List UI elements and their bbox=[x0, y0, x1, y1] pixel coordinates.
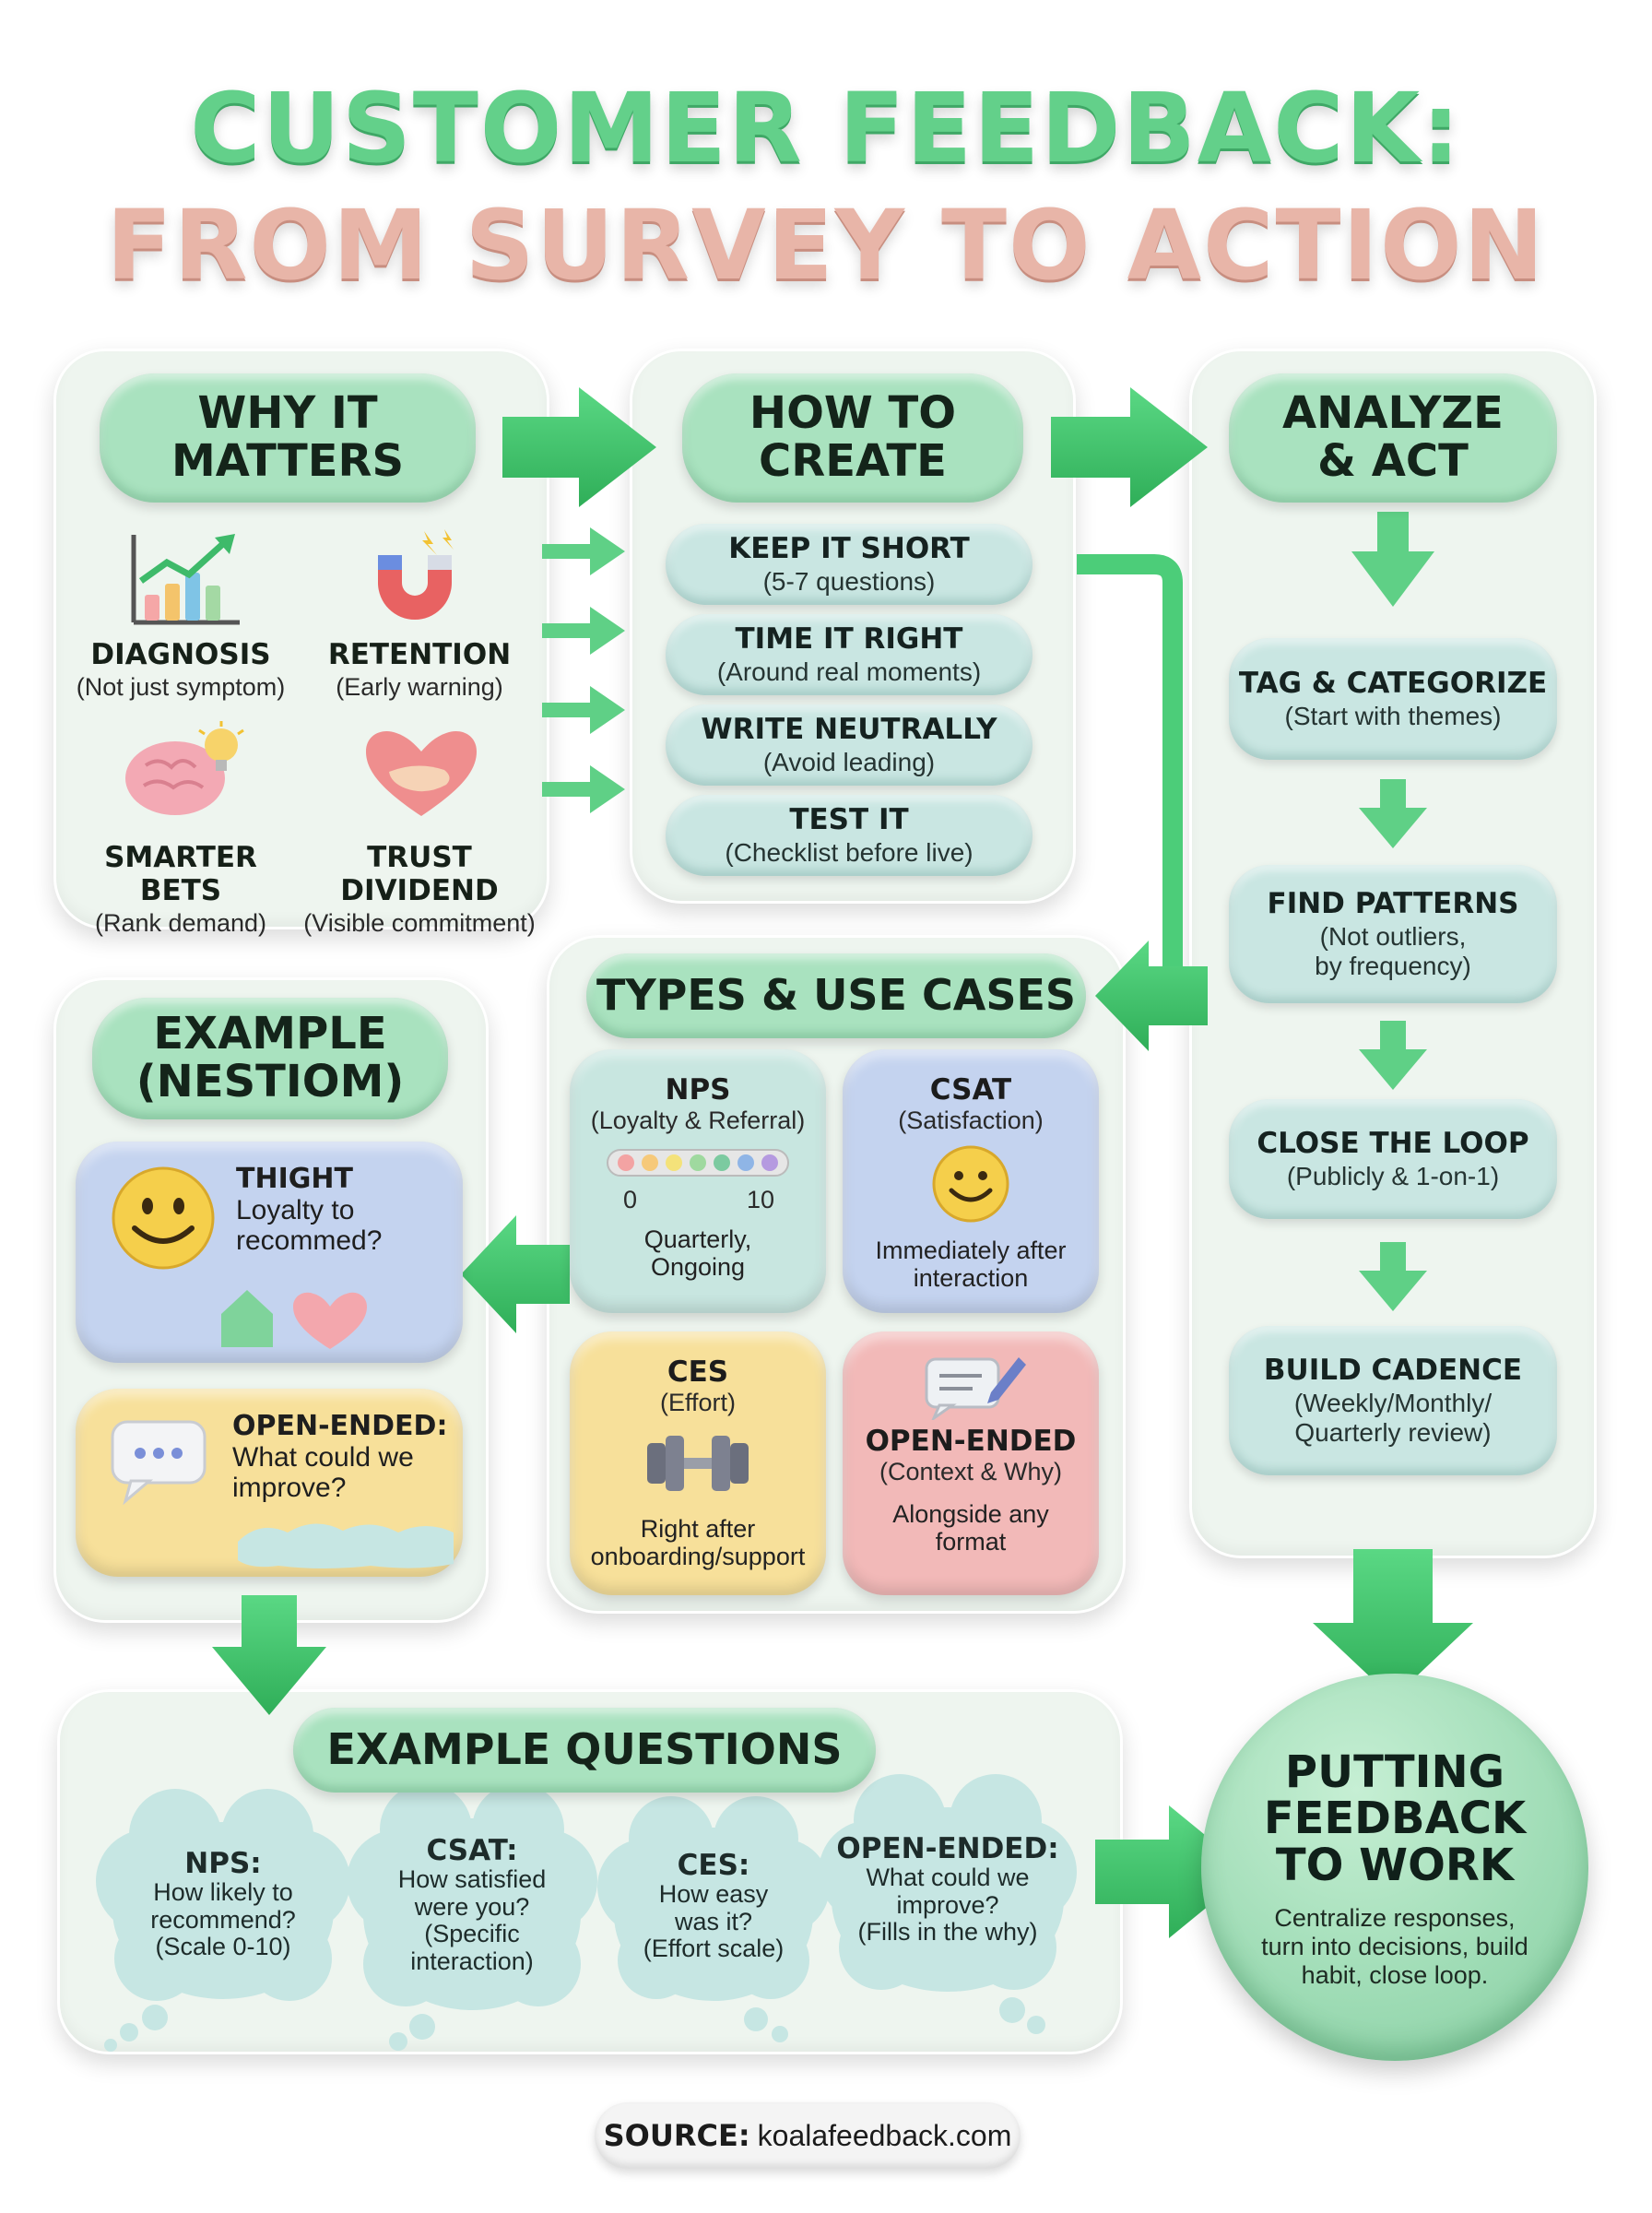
analyze-step-close-loop: CLOSE THE LOOP (Publicly & 1-on-1) bbox=[1229, 1099, 1557, 1219]
why-item-retention: RETENTION (Early warning) bbox=[327, 638, 512, 701]
arrow-analyze-4 bbox=[1359, 1242, 1427, 1311]
arrow-example-to-questions bbox=[212, 1595, 326, 1715]
source-badge: SOURCE: koalafeedback.com bbox=[595, 2102, 1021, 2169]
type-card-ces: CES (Effort) Right after onboarding/supp… bbox=[570, 1331, 826, 1595]
create-step-keep-short: KEEP IT SHORT (5-7 questions) bbox=[666, 524, 1032, 605]
cloud-nps bbox=[96, 1789, 350, 2052]
types-header: TYPES & USE CASES bbox=[586, 953, 1086, 1038]
title-line-2: FROM SURVEY TO ACTION bbox=[106, 189, 1546, 302]
question-ces: CES: How easy was it? (Effort scale) bbox=[643, 1849, 785, 1963]
final-description: Centralize responses, turn into decision… bbox=[1261, 1904, 1528, 1990]
create-step-test-it: TEST IT (Checklist before live) bbox=[666, 795, 1032, 876]
why-item-smarter-bets: SMARTER BETS (Rank demand) bbox=[94, 841, 267, 937]
example-header: EXAMPLE (NESTIOM) bbox=[92, 998, 448, 1119]
wave-decoration bbox=[238, 1523, 454, 1568]
smiley-icon-large bbox=[112, 1166, 215, 1270]
question-open: OPEN-ENDED: What could we improve? (Fill… bbox=[836, 1832, 1059, 1947]
question-nps: NPS: How likely to recommend? (Scale 0-1… bbox=[150, 1847, 296, 1961]
nps-scale-min: 0 bbox=[623, 1186, 638, 1213]
arrow-create-to-analyze bbox=[1051, 387, 1208, 507]
bar-chart-icon bbox=[131, 534, 240, 625]
questions-header: EXAMPLE QUESTIONS bbox=[293, 1708, 876, 1793]
nps-scale-icon bbox=[607, 1149, 789, 1177]
note-pencil-icon bbox=[925, 1357, 1026, 1423]
brain-icon bbox=[125, 721, 244, 815]
arrow-small-1 bbox=[542, 527, 625, 575]
example-card-nps-text: THIGHT Loyalty to recommed? bbox=[236, 1163, 383, 1257]
arrow-analyze-to-final bbox=[1313, 1549, 1473, 1698]
house-heart-icon bbox=[221, 1290, 367, 1349]
arrow-small-2 bbox=[542, 607, 625, 655]
cloud-csat bbox=[347, 1783, 597, 2051]
source-link[interactable]: koalafeedback.com bbox=[757, 2118, 1012, 2152]
why-header: WHY IT MATTERS bbox=[100, 373, 476, 503]
arrow-small-4 bbox=[542, 765, 625, 813]
smiley-icon bbox=[932, 1145, 1009, 1223]
create-header: HOW TO CREATE bbox=[682, 373, 1023, 503]
cloud-open bbox=[819, 1774, 1077, 2034]
type-card-csat: CSAT (Satisfaction) Immediately after in… bbox=[843, 1049, 1099, 1313]
why-item-diagnosis: DIAGNOSIS (Not just symptom) bbox=[76, 638, 286, 701]
arrow-small-3 bbox=[542, 686, 625, 734]
chat-bubble-icon bbox=[111, 1420, 206, 1506]
source-label: SOURCE: bbox=[603, 2118, 750, 2153]
title-line-1: CUSTOMER FEEDBACK: bbox=[190, 72, 1462, 184]
final-title: PUTTING FEEDBACK TO WORK bbox=[1263, 1746, 1527, 1891]
arrow-analyze-3 bbox=[1359, 1021, 1427, 1090]
analyze-header: ANALYZE & ACT bbox=[1229, 373, 1557, 503]
create-step-time-right: TIME IT RIGHT (Around real moments) bbox=[666, 614, 1032, 695]
magnet-icon bbox=[378, 529, 454, 620]
question-csat: CSAT: How satisfied were you? (Specific … bbox=[397, 1834, 547, 1976]
dumbbell-icon bbox=[647, 1436, 749, 1491]
arrow-types-to-example bbox=[461, 1215, 570, 1333]
arrow-questions-to-final bbox=[1095, 1805, 1250, 1938]
arrow-analyze-2 bbox=[1359, 779, 1427, 848]
final-circle: PUTTING FEEDBACK TO WORK Centralize resp… bbox=[1201, 1674, 1588, 2061]
example-card-open-text: OPEN-ENDED: What could we improve? bbox=[232, 1410, 448, 1504]
type-card-nps: NPS (Loyalty & Referral) 0 10 Quarterly,… bbox=[570, 1049, 826, 1313]
type-card-open-ended: OPEN-ENDED (Context & Why) Alongside any… bbox=[843, 1331, 1099, 1595]
why-item-trust-dividend: TRUST DIVIDEND (Visible commitment) bbox=[303, 841, 536, 937]
analyze-step-tag: TAG & CATEGORIZE (Start with themes) bbox=[1229, 638, 1557, 760]
create-step-write-neutrally: WRITE NEUTRALLY (Avoid leading) bbox=[666, 704, 1032, 786]
arrow-create-to-types bbox=[1077, 554, 1208, 1051]
arrow-why-to-create bbox=[502, 387, 656, 507]
arrow-analyze-1 bbox=[1351, 512, 1434, 607]
handshake-icon bbox=[366, 731, 477, 816]
cloud-ces bbox=[597, 1796, 830, 2042]
analyze-step-patterns: FIND PATTERNS (Not outliers, by frequenc… bbox=[1229, 865, 1557, 1003]
nps-scale-max: 10 bbox=[747, 1186, 775, 1213]
analyze-step-cadence: BUILD CADENCE (Weekly/Monthly/ Quarterly… bbox=[1229, 1326, 1557, 1475]
